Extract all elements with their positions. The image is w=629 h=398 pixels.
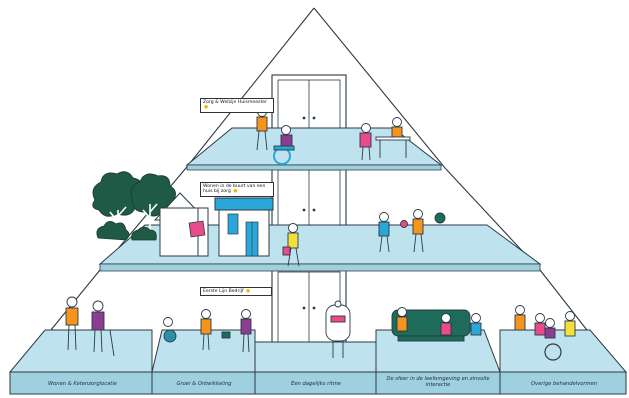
- trees: [92, 171, 176, 241]
- lightbulb-icon: ●: [233, 189, 238, 195]
- sign-ground: Eerste Lijn Bedrijf ●: [200, 287, 272, 297]
- sign-top-text: Zorg & Welzijn Huismeester: [203, 100, 267, 105]
- sign-top: Zorg & Welzijn Huismeester ●: [200, 98, 274, 113]
- block-label-5: Overige behandelvormen: [530, 381, 598, 387]
- block-label-2: Groei & Ontwikkeling: [176, 381, 232, 387]
- floor-middle: [98, 224, 542, 272]
- people-top-floor: [256, 107, 411, 165]
- lightbulb-icon: ●: [246, 289, 251, 294]
- lightbulb-icon: ●: [204, 105, 209, 111]
- ground-blocks: [8, 329, 628, 395]
- sign-middle: Wonen in de buurt van een huis bij zorg …: [200, 182, 274, 197]
- block-label-3: Een dagelijks ritme: [291, 381, 341, 387]
- sign-middle-text: Wonen in de buurt van een huis bij zorg: [203, 184, 266, 195]
- house: [153, 192, 274, 257]
- block-label-4: De sfeer in de leefomgeving en zinvolle …: [386, 376, 490, 388]
- block-label-1: Wonen & Ketenzorglocatie: [48, 381, 117, 387]
- sign-ground-text: Eerste Lijn Bedrijf: [203, 289, 244, 294]
- pyramid-outline: [9, 7, 627, 381]
- floor-top: [185, 127, 443, 171]
- people-middle-floor: [282, 209, 446, 267]
- people-ground-floor: [65, 296, 576, 361]
